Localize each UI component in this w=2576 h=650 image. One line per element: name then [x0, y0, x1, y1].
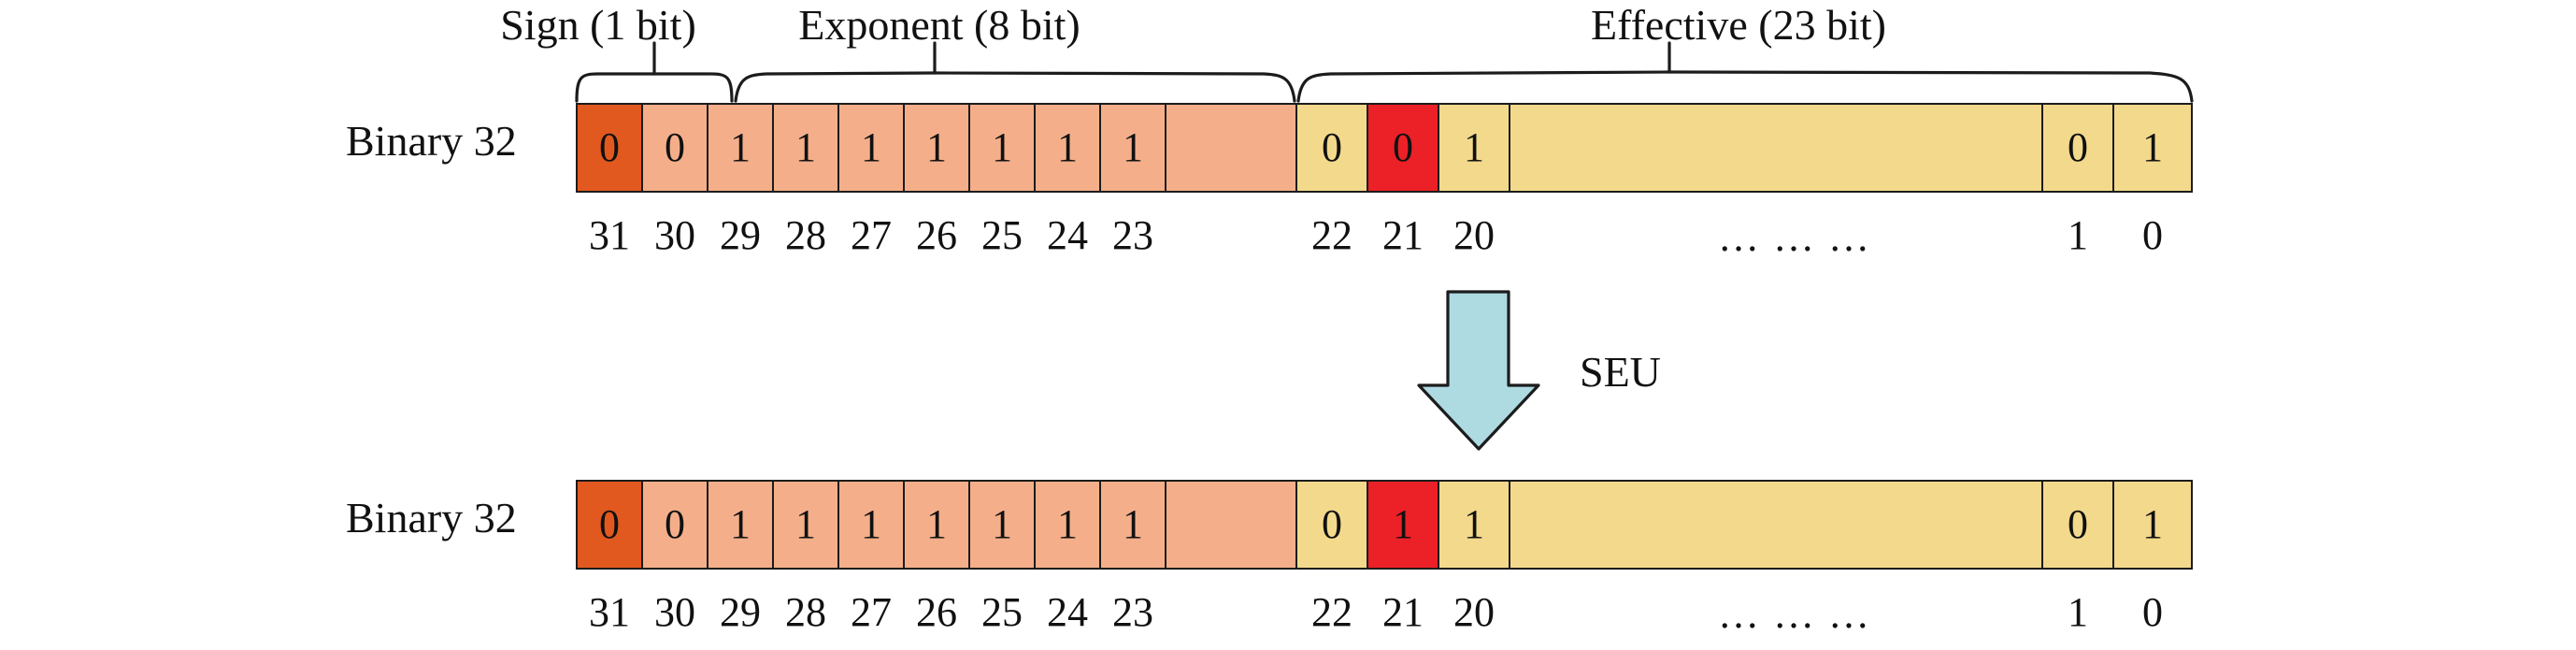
bit-index-21-after: 21 [1382, 589, 1424, 635]
group-label-effective: Effective (23 bit) [1591, 1, 1886, 49]
bit-cell-ellipsis[interactable] [1509, 103, 2043, 193]
bit-cell-31[interactable]: 0 [576, 103, 643, 193]
group-label-sign: Sign (1 bit) [500, 1, 696, 49]
bit-cell-24-after[interactable]: 1 [1034, 480, 1101, 570]
seu-label: SEU [1580, 348, 1661, 396]
bit-index-25: 25 [981, 212, 1023, 258]
bit-index-26-after: 26 [916, 589, 957, 635]
bit-row-after-filler [0, 480, 2576, 570]
bit-index-29-after: 29 [720, 589, 761, 635]
bit-index-23-after: 23 [1112, 589, 1153, 635]
bit-cell-1[interactable]: 0 [2041, 103, 2114, 193]
bit-cell-23[interactable]: 1 [1099, 103, 1166, 193]
bit-index-25-after: 25 [981, 589, 1023, 635]
bit-index-30: 30 [654, 212, 695, 258]
bit-index-22: 22 [1311, 212, 1352, 258]
bit-cell-26-after[interactable]: 1 [903, 480, 970, 570]
bit-cell-22-after[interactable]: 0 [1295, 480, 1368, 570]
bit-index-ellipsis: … … … [1718, 214, 1871, 260]
bit-cell-29-after[interactable]: 1 [707, 480, 774, 570]
bit-cell-1-after[interactable]: 0 [2041, 480, 2114, 570]
bit-cell-23-after[interactable]: 1 [1099, 480, 1166, 570]
bit-index-1: 1 [2068, 212, 2088, 258]
bit-cell-0[interactable]: 1 [2112, 103, 2193, 193]
bit-index-27: 27 [851, 212, 892, 258]
bit-index-23: 23 [1112, 212, 1153, 258]
bit-cell-30-after[interactable]: 0 [641, 480, 708, 570]
bit-cell-20[interactable]: 1 [1438, 103, 1510, 193]
row-after-label: Binary 32 [346, 494, 517, 542]
bit-cell-25[interactable]: 1 [968, 103, 1036, 193]
bit-cell-20-after[interactable]: 1 [1438, 480, 1510, 570]
bit-cell-exp-filler [1165, 103, 1297, 193]
bit-cell-28-after[interactable]: 1 [772, 480, 839, 570]
down-arrow-icon [1417, 290, 1540, 451]
bit-cell-22[interactable]: 0 [1295, 103, 1368, 193]
bit-cell-26[interactable]: 1 [903, 103, 970, 193]
bit-cell-31-after[interactable]: 0 [576, 480, 643, 570]
bit-cell-21[interactable]: 0 [1367, 103, 1439, 193]
bit-index-20-after: 20 [1453, 589, 1495, 635]
bit-row-before-filler [0, 103, 2576, 193]
bit-cell-25-after[interactable]: 1 [968, 480, 1036, 570]
bit-index-21: 21 [1382, 212, 1424, 258]
bit-index-31: 31 [589, 212, 630, 258]
bit-index-31-after: 31 [589, 589, 630, 635]
bit-index-24-after: 24 [1047, 589, 1088, 635]
bit-index-ellipsis-after: … … … [1718, 591, 1871, 637]
row-before-label: Binary 32 [346, 117, 517, 165]
bit-cell-27[interactable]: 1 [837, 103, 905, 193]
bit-cell-29[interactable]: 1 [707, 103, 774, 193]
group-label-exponent: Exponent (8 bit) [798, 1, 1080, 49]
bit-index-27-after: 27 [851, 589, 892, 635]
bit-index-0: 0 [2142, 212, 2163, 258]
bit-index-1-after: 1 [2068, 589, 2088, 635]
bit-cell-28[interactable]: 1 [772, 103, 839, 193]
bit-index-26: 26 [916, 212, 957, 258]
bit-index-24: 24 [1047, 212, 1088, 258]
bit-cell-30[interactable]: 0 [641, 103, 708, 193]
bit-cell-0-after[interactable]: 1 [2112, 480, 2193, 570]
bit-cell-21-after[interactable]: 1 [1367, 480, 1439, 570]
bit-index-28: 28 [785, 212, 826, 258]
bit-index-28-after: 28 [785, 589, 826, 635]
bit-cell-ellipsis-after[interactable] [1509, 480, 2043, 570]
bit-index-29: 29 [720, 212, 761, 258]
bit-index-30-after: 30 [654, 589, 695, 635]
bit-cell-27-after[interactable]: 1 [837, 480, 905, 570]
bit-row-before: 0 0 1 1 1 1 1 1 1 0 0 1 0 1 [0, 103, 2576, 193]
bit-row-after: 0 0 1 1 1 1 1 1 1 0 1 1 0 1 [0, 480, 2576, 570]
bit-index-0-after: 0 [2142, 589, 2163, 635]
bit-index-22-after: 22 [1311, 589, 1352, 635]
bit-cell-exp-filler-after [1165, 480, 1297, 570]
bit-index-20: 20 [1453, 212, 1495, 258]
